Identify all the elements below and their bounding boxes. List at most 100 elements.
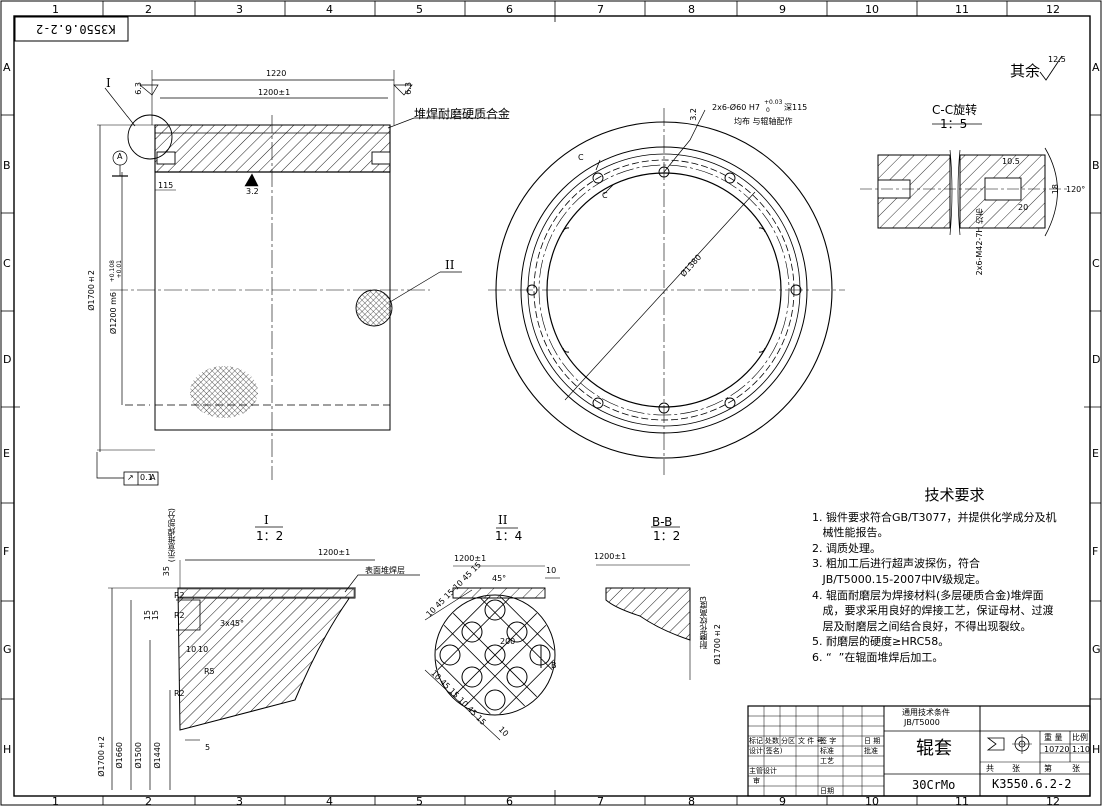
zone-col-4: 4 [326,3,333,16]
zone-row-f-right: F [1092,545,1099,558]
hole-note: 2x6-Ø60 H7 [712,103,760,112]
zone-row-f: F [3,545,10,558]
drawing-number: K3550.6.2-2 [992,777,1072,791]
hardface-note: 堆焊耐磨硬质合金 [414,107,511,121]
tech-req-line-1: 1. 锻件要求符合GB/T3077，并提供化学成分及机 [812,510,1057,524]
detail-ii-callout: II [445,258,455,272]
sheet-unit-2: 张 [1072,764,1080,773]
material: 30CrMo [912,778,956,792]
roughness-hole: 3.2 [689,108,698,121]
zone-row-d-right: D [1092,353,1101,366]
rest-roughness-value: 12.5 [1048,55,1066,64]
section-cc [860,123,1068,237]
detail-ii-dim-200: 200 [500,637,516,646]
hole-depth: 深115 [784,103,808,112]
hole-tol-upper: +0.03 [764,99,783,106]
hole-note-2: 均布 与辊轴配作 [734,117,793,126]
angle-120: 120° [1066,185,1086,194]
standard-title: 通用技术条件 [902,708,950,717]
detail-i-d1440: Ø1440 [153,742,162,769]
dim-20: 20 [1018,203,1029,212]
detail-i-dim-15b: 15 [151,610,160,621]
detail-i-d1660: Ø1660 [115,742,124,769]
rest-roughness-label: 其余 [1010,62,1041,80]
rev-header-doc: 文 件 号 [798,737,824,745]
standard-number: JB/T5000 [904,718,940,727]
hole-tol-lower: 0 [766,107,770,114]
sheet-unit: 张 [1012,764,1020,773]
rev-header-mark: 标记 [749,737,763,745]
roughness-bore: 3.2 [246,187,259,196]
zone-col-1-bottom: 1 [52,795,59,808]
zone-col-9-bottom: 9 [779,795,786,808]
weight-label: 重 量 [1044,733,1063,742]
zone-col-12: 12 [1046,3,1060,16]
detail-bb-title: B-B [652,515,673,529]
detail-i-scale: 1：2 [256,529,284,543]
section-c-bottom: C [602,191,608,200]
drawing-number-stamp: K3550.6.2-2 [36,22,116,36]
rev-header-zone: 分区 [781,737,795,745]
datum-a: A [117,152,123,161]
zone-row-a-right: A [1092,61,1100,74]
sheets-total: 共 [986,764,994,773]
dim-d1700: Ø1700±2 [87,270,96,311]
zone-col-7-bottom: 7 [597,795,604,808]
runout-datum: A [150,473,156,482]
detail-ii-dim-1200: 1200±1 [454,554,487,563]
detail-bb-note: 耐磨花纹高度3 [699,596,708,650]
zone-row-e: E [3,447,10,460]
thread-note: 2x6-M42-7H 均布 [975,208,984,276]
scale-value: 1:10 [1072,745,1090,754]
tech-req-title: 技术要求 [924,486,985,504]
tech-req-line-4: 3. 粗加工后进行超声波探伤，符合 [812,557,980,571]
zone-col-10: 10 [865,3,879,16]
detail-bb-dim-1200: 1200±1 [594,552,627,561]
dim-d1200: Ø1200 m6 [109,292,118,335]
detail-i-chamfer: 3x45° [220,619,245,628]
sheet-number: 第 [1044,764,1052,773]
zone-col-11: 11 [955,3,969,16]
runout-value: 0.1 [140,473,153,482]
rest-roughness-symbol [1039,55,1063,81]
zone-row-d: D [3,353,12,366]
detail-bb-scale: 1：2 [653,529,681,543]
roughness-left: 6.3 [134,82,143,95]
zone-col-6: 6 [506,3,513,16]
detail-i-note: (示意堆焊部分) [167,508,176,563]
detail-i-dim-5: 5 [205,743,211,752]
dim-18: 18 [1051,184,1060,195]
zone-row-g: G [3,643,12,656]
role-approve: 批准 [864,747,878,755]
end-view-holes [526,166,802,414]
detail-ii-title: II [498,513,508,527]
detail-i-r2b: R2 [174,611,185,620]
detail-i-r2c: R2 [174,689,185,698]
end-view [488,108,845,475]
zone-col-12-bottom: 12 [1046,795,1060,808]
detail-ii-section-b: B [551,661,557,670]
detail-ii-angle: 45° [492,574,507,583]
tech-req-line-3: 2. 调质处理。 [812,541,881,555]
role-design: 设计(签名) [749,747,783,755]
weight-value: 10720 [1044,745,1070,754]
dim-1200: 1200±1 [258,88,291,97]
zone-col-6-bottom: 6 [506,795,513,808]
section-cc-title: C-C旋转 [932,103,978,117]
detail-1 [108,526,420,790]
detail-i-dim-10: 10 [186,645,197,654]
section-cc-scale: 1：5 [940,117,968,131]
zone-col-4-bottom: 4 [326,795,333,808]
role-standard: 标准 [820,747,834,755]
dim-10-5: 10.5 [1002,157,1020,166]
detail-i-d1500: Ø1500 [134,742,143,769]
zone-col-3-bottom: 3 [236,795,243,808]
tech-req-line-2: 械性能报告。 [812,526,889,540]
role-date: 日期 [820,787,834,795]
roughness-right: 6.3 [404,82,413,95]
zone-col-7: 7 [597,3,604,16]
zone-col-8: 8 [688,3,695,16]
zone-col-3: 3 [236,3,243,16]
